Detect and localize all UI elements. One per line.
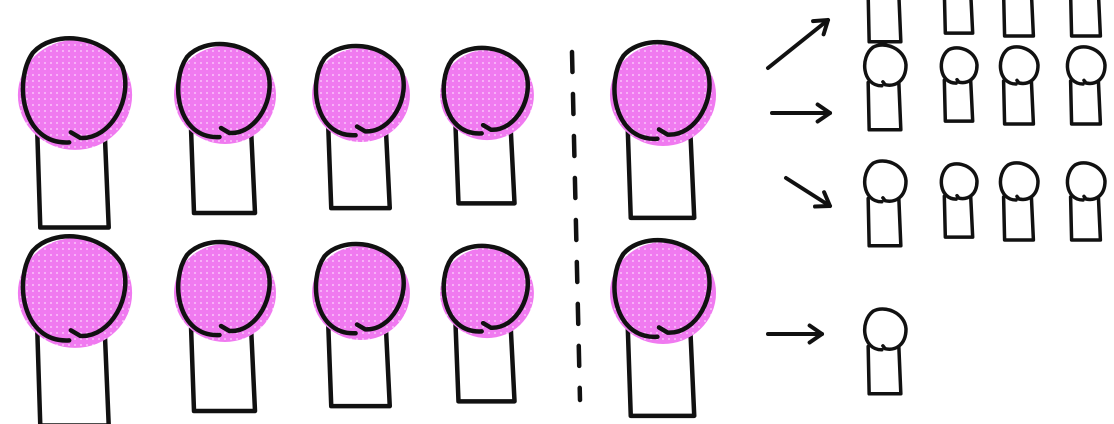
highlighted-person [440,246,534,401]
middle-group [610,42,716,416]
person-body [868,83,901,130]
person-body [944,196,972,237]
left-group [18,38,534,424]
outline-person [1067,0,1105,36]
arrow-down-right [786,178,830,206]
dashed-divider [572,52,580,400]
person-body [868,0,901,42]
arrow-right [772,105,830,122]
person-body [1071,0,1101,36]
highlighted-person [18,236,132,424]
highlighted-person [312,244,410,406]
person-body [944,0,972,33]
highlighted-person [610,240,716,416]
outline-person [1067,47,1105,124]
person-body [868,347,901,394]
highlighted-person [610,42,716,218]
highlighted-person [174,44,276,213]
highlighted-person [440,48,534,203]
person-body [1071,197,1101,240]
highlighted-person [18,38,132,227]
person-body [1004,81,1034,124]
person-body [944,80,972,121]
person-head [941,164,977,199]
divider-line [572,52,580,400]
outline-person [1000,163,1038,240]
person-head [941,48,977,83]
person-body [1004,197,1034,240]
person-body [1004,0,1034,36]
person-body [1071,81,1101,124]
highlighted-person [174,242,276,411]
person-head [865,161,906,202]
person-body [868,199,901,246]
outline-person [1000,0,1038,36]
arrow-right [768,326,822,343]
person-head [1067,163,1105,200]
outline-person [865,45,906,130]
outline-person [941,164,977,237]
outline-person [941,48,977,121]
person-head [865,309,906,350]
person-head [865,45,906,86]
person-head [1067,47,1105,84]
outline-person [941,0,977,33]
person-head [1000,163,1038,200]
person-head [1000,47,1038,84]
outline-person [865,161,906,246]
outline-person [865,309,906,394]
outline-person [1067,163,1105,240]
arrow-up-right [768,20,828,68]
right-group [768,0,1105,394]
outline-person [865,0,906,42]
outline-person [1000,47,1038,124]
highlighted-person [312,46,410,208]
